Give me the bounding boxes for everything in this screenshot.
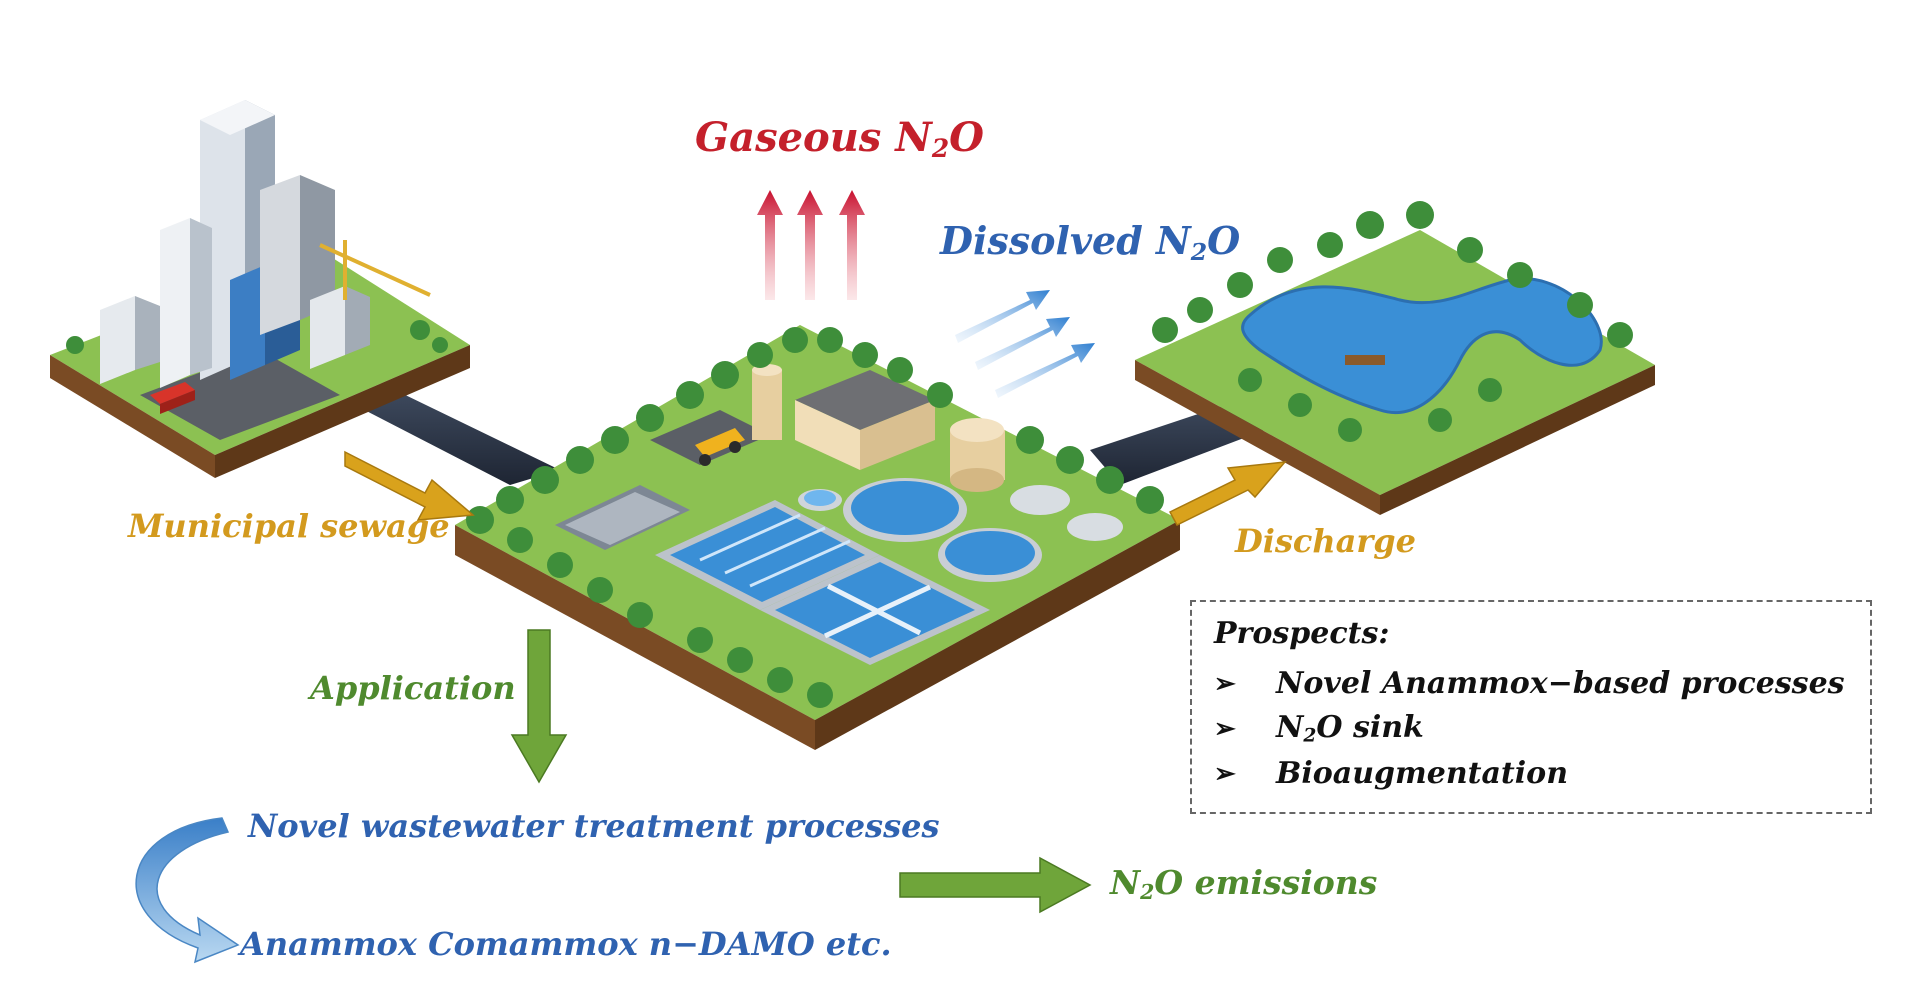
city-island — [50, 100, 470, 478]
building-white-left — [160, 218, 212, 388]
filter-basins — [760, 555, 990, 665]
clarifier-small — [938, 528, 1042, 582]
garbage-truck — [150, 382, 195, 414]
storage-tank — [950, 418, 1005, 492]
prospect-item: ➢ N2O sink — [1214, 706, 1848, 751]
bullet-arrow-icon: ➢ — [1214, 758, 1236, 789]
prospect-item: ➢ Bioaugmentation — [1214, 751, 1848, 796]
discharge-arrow — [1168, 461, 1287, 526]
dump-truck — [695, 428, 745, 466]
bullet-arrow-icon: ➢ — [1214, 668, 1236, 699]
aeration-tank — [655, 500, 880, 610]
discharge-label: Discharge — [1235, 522, 1416, 560]
application-label: Application — [310, 669, 516, 707]
river-water — [1241, 277, 1603, 415]
prospect-item: ➢ Novel Anammox−based processes — [1214, 661, 1848, 706]
gaseous-arrows — [757, 190, 865, 300]
building-grey — [260, 175, 335, 335]
building-small-left — [100, 296, 160, 384]
control-building — [795, 370, 935, 470]
grit-channels — [555, 485, 690, 550]
emissions-arrow — [899, 856, 1092, 914]
building-small-right — [310, 286, 370, 369]
prospect-text: Novel Anammox−based processes — [1276, 666, 1845, 701]
bullet-arrow-icon: ➢ — [1214, 713, 1236, 744]
prospect-text: Bioaugmentation — [1276, 756, 1569, 791]
silo — [752, 364, 782, 440]
dissolved-n2o-label: Dissolved N2O — [940, 218, 1241, 266]
clarifier-large — [843, 478, 967, 542]
river-trees — [1152, 201, 1633, 442]
novel-processes-label: Novel wastewater treatment processes — [248, 807, 940, 845]
dissolved-arrows — [955, 290, 1095, 398]
gaseous-n2o-label: Gaseous N2O — [695, 114, 984, 164]
municipal-sewage-label: Municipal sewage — [128, 507, 450, 545]
prospects-list: ➢ Novel Anammox−based processes ➢ N2O si… — [1214, 661, 1848, 796]
fountain — [798, 489, 842, 511]
inflow-arrow — [344, 450, 475, 521]
prospects-title: Prospects: — [1214, 616, 1390, 651]
curved-process-arrow — [135, 817, 240, 964]
n2o-emissions-label: N2O emissions — [1110, 863, 1378, 905]
bridge — [1345, 355, 1385, 365]
river-island — [1135, 201, 1655, 515]
prospect-text: N2O sink — [1276, 710, 1424, 747]
sludge-tanks — [1010, 485, 1123, 541]
plant-trees — [466, 327, 1164, 708]
application-arrow — [510, 629, 568, 784]
inflow-pipe — [345, 390, 560, 485]
anammox-list-label: Anammox Comammox n−DAMO etc. — [240, 925, 892, 963]
prospects-box: Prospects: ➢ Novel Anammox−based process… — [1190, 600, 1872, 814]
crane — [319, 240, 431, 300]
treatment-plant-island — [455, 325, 1180, 750]
